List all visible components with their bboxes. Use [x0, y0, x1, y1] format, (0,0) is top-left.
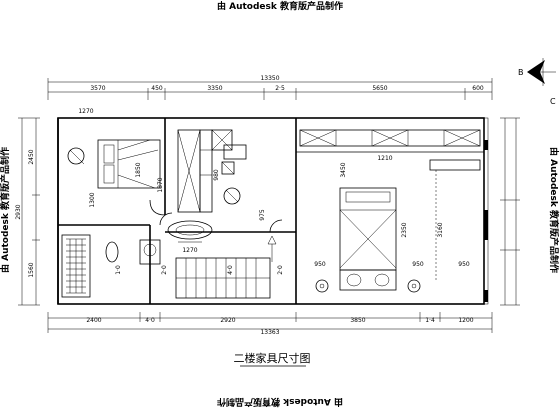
bed-right — [339, 187, 397, 271]
dim-int-3: 1850 — [135, 162, 142, 177]
dim-int-6: 1210 — [377, 155, 392, 162]
compass-label-b: B — [518, 68, 524, 77]
dim-top-total: 13350 — [260, 75, 279, 82]
bed-left — [97, 139, 161, 189]
dim-int-8: 1870 — [157, 177, 164, 192]
dim-int-2: 1300 — [89, 192, 96, 207]
top-dimensions: 13350 3570 450 3350 2·5 5650 600 — [47, 75, 493, 100]
dim-int-17: 4·0 — [227, 265, 234, 275]
staircase — [175, 235, 277, 299]
bottom-dimensions: 2400 4·0 2920 3850 1·4 1200 13363 — [47, 312, 493, 336]
oval-table — [167, 220, 213, 243]
dim-int-12: 950 — [412, 261, 424, 268]
dim-bottom-4: 3850 — [350, 317, 365, 324]
dim-int-5: 3450 — [340, 162, 347, 177]
dim-left-3: 1560 — [28, 262, 35, 277]
dim-bottom-3: 2920 — [220, 317, 235, 324]
dim-top-2: 450 — [151, 85, 163, 92]
right-dimensions — [500, 117, 520, 306]
side-shelf — [429, 159, 481, 280]
dim-top-4: 2·5 — [275, 85, 285, 92]
compass-label-c: C — [550, 97, 556, 106]
title-text: 二楼家具尺寸图 — [234, 351, 311, 365]
dim-int-14: 3160 — [437, 222, 444, 237]
sofa-right — [315, 269, 421, 293]
dim-int-18: 2·0 — [277, 265, 284, 275]
interior-dimensions: 1270 1300 1850 980 3450 1210 975 1870 12… — [78, 108, 470, 275]
dim-int-15: 1·0 — [115, 265, 122, 275]
watermark-right: 由 Autodesk 教育版产品制作 — [548, 147, 560, 273]
dim-bottom-6: 1200 — [458, 317, 473, 324]
armchair-left — [67, 147, 85, 165]
outer-walls — [57, 117, 489, 305]
dim-int-9: 1270 — [182, 247, 197, 254]
dim-int-1: 1270 — [78, 108, 93, 115]
dim-int-11: 950 — [314, 261, 326, 268]
dim-bottom-5: 1·4 — [425, 317, 435, 324]
left-dimensions: 2450 2930 1560 — [15, 117, 40, 306]
watermark-bottom: 由 Autodesk 教育版产品制作 — [217, 396, 343, 408]
desk-chair — [221, 144, 247, 205]
dim-int-4: 980 — [213, 169, 220, 181]
dim-bottom-total: 13363 — [260, 329, 279, 336]
dim-bottom-1: 2400 — [86, 317, 101, 324]
dim-int-16: 2·0 — [161, 265, 168, 275]
dim-top-1: 3570 — [90, 85, 105, 92]
compass-icon: B C — [518, 58, 556, 106]
dim-top-5: 5650 — [372, 85, 387, 92]
watermark-top: 由 Autodesk 教育版产品制作 — [217, 0, 343, 12]
drawing-title: 二楼家具尺寸图 — [234, 351, 311, 367]
dim-bottom-2: 4·0 — [145, 317, 155, 324]
dim-int-7: 975 — [259, 209, 266, 221]
dim-int-13: 950 — [458, 261, 470, 268]
watermark-left: 由 Autodesk 教育版产品制作 — [0, 147, 11, 273]
interior-walls — [58, 118, 484, 304]
dim-top-6: 600 — [472, 85, 484, 92]
dim-left-2: 2930 — [15, 204, 22, 219]
dim-int-10: 2350 — [401, 222, 408, 237]
center-cabinets — [177, 129, 233, 213]
dim-top-3: 3350 — [207, 85, 222, 92]
bathroom-fixtures — [61, 234, 161, 298]
dim-left-1: 2450 — [28, 149, 35, 164]
wardrobe — [299, 129, 481, 147]
